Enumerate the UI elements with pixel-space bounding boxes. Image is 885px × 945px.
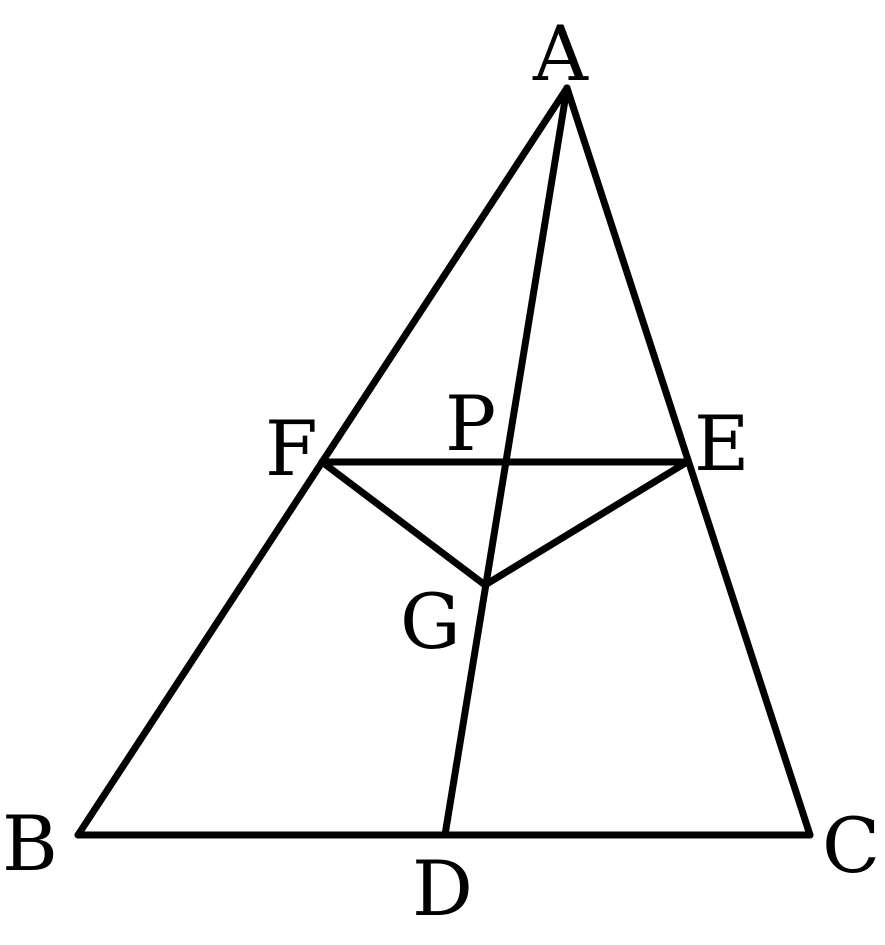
label-c: C	[822, 801, 880, 890]
label-g: G	[400, 577, 461, 666]
label-p: P	[445, 379, 496, 468]
segment-fg	[318, 458, 489, 589]
label-a: A	[532, 9, 589, 98]
label-b: B	[2, 799, 58, 888]
label-e: E	[694, 399, 749, 488]
label-d: D	[412, 844, 473, 933]
label-f: F	[265, 404, 318, 493]
segment-eg	[481, 458, 691, 589]
